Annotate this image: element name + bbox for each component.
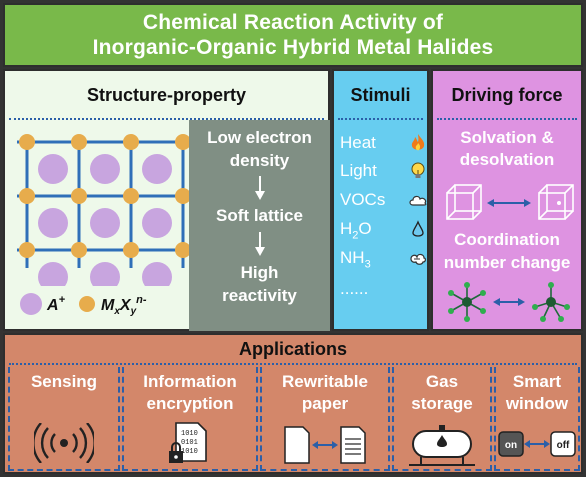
divider [338,118,423,120]
signal-waves-icon [34,423,94,463]
svg-text:1010: 1010 [181,448,198,456]
title-banner: Chemical Reaction Activity of Inorganic-… [3,3,583,67]
title-line-2: Inorganic-Organic Hybrid Metal Halides [92,36,494,59]
app-gas-storage: Gas storage [392,367,492,471]
cloud-icon [409,195,427,206]
chain-line-4: High [240,263,279,282]
lightbulb-icon [411,162,425,178]
driving-force-header: Driving force [451,84,563,105]
chain-line-3: Soft lattice [216,206,303,225]
coordination-line-2: number change [443,253,571,272]
stimuli-panel: Stimuli Heat Light VOCs H2O NH3 ...... [332,69,429,331]
cation-sphere [38,262,68,292]
stimulus-heat: Heat [340,131,428,155]
chain-line-5: reactivity [222,286,297,305]
cation-sphere [38,154,68,184]
svg-text:A+: A+ [46,294,66,314]
applications-panel: Applications Sensing Information encrypt… [3,333,583,474]
switch-icon: on off [498,431,576,457]
app-smart-window: Smart window on off [494,367,580,471]
svg-text:0101: 0101 [181,439,198,447]
solvation-line-1: Solvation & [460,128,554,147]
coordination-line-1: Coordination [454,230,560,249]
divider [437,118,577,120]
encrypted-document-icon: 1010 0101 1010 [169,422,207,463]
cation-sphere [142,208,172,238]
fire-icon [411,134,425,151]
stimulus-ammonia: NH3 [340,247,428,271]
cation-sphere [142,262,172,292]
gas-tank-icon [409,425,475,466]
app-rewritable-paper: Rewritable paper [260,367,390,471]
legend-cation-swatch [20,293,42,315]
cation-sphere [90,208,120,238]
property-chain: Low electron density Soft lattice High r… [189,120,330,331]
legend-a: A [46,297,59,314]
app-sensing: Sensing [8,367,120,471]
legend-m: M [101,297,115,314]
structure-property-header: Structure-property [86,84,247,105]
cation-sphere [90,154,120,184]
cation-sphere [142,154,172,184]
divider [9,363,577,365]
structure-property-panel: Structure-property [3,69,330,331]
svg-text:1010: 1010 [181,430,198,438]
title-line-1: Chemical Reaction Activity of [142,11,444,34]
chain-line-2: density [229,151,290,170]
down-arrow-icon [255,232,265,256]
coordination-molecules-icon [448,282,570,322]
stimuli-header: Stimuli [350,84,411,105]
paper-icon [284,426,366,464]
svg-text:MxXyn-: MxXyn- [101,294,147,317]
lattice-diagram: A+ MxXyn- [13,134,189,322]
down-arrow-icon [255,176,265,200]
legend-anion-swatch [79,296,95,312]
stimulus-more: ...... [340,279,369,298]
divider [9,118,324,120]
app-information-encryption: Information encryption 1010 0101 1010 [122,367,258,471]
applications-header: Applications [238,338,347,359]
chain-line-1: Low electron [207,128,312,147]
gas-puff-icon [410,253,426,265]
svg-text:off: off [557,440,570,451]
stimulus-water: H2O [340,218,428,242]
water-drop-icon [412,220,424,237]
legend-a-sup: + [59,294,66,306]
cation-sphere [38,208,68,238]
stimulus-vocs: VOCs [340,188,428,212]
solvation-line-2: desolvation [459,150,555,169]
driving-force-panel: Driving force Solvation & desolvation Co… [431,69,583,331]
solvation-cubes-icon [446,184,574,220]
svg-text:on: on [505,440,517,451]
stimulus-light: Light [340,159,428,183]
cation-sphere [90,262,120,292]
